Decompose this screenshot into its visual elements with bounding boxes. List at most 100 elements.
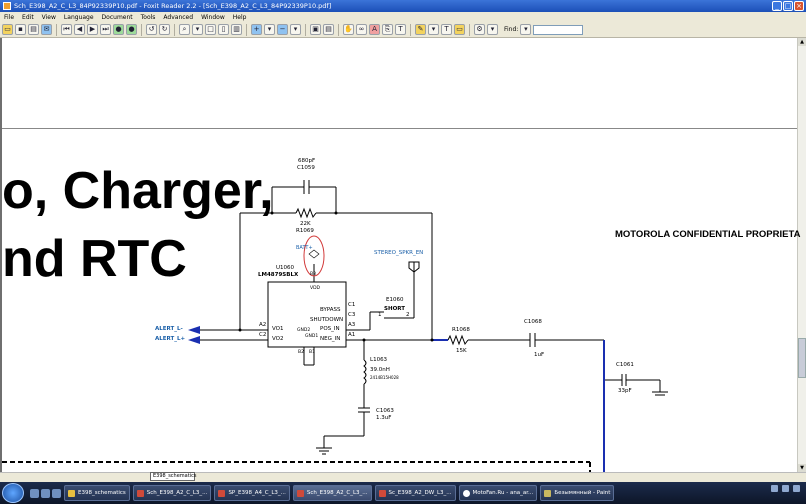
scroll-up-icon[interactable]: ▲ [798,38,806,46]
zoom-out-icon[interactable]: − [277,24,288,35]
menu-edit[interactable]: Edit [22,13,34,21]
select-text-icon[interactable]: A [369,24,380,35]
pdf-icon [136,489,144,497]
pin-c3: C3 [348,312,356,318]
pdf-icon [218,489,226,497]
menu-view[interactable]: View [41,13,56,21]
alert-plus-label: ALERT_L+ [155,336,186,342]
last-page-icon[interactable]: ⏭ [100,24,111,35]
first-page-icon[interactable]: ⏮ [61,24,72,35]
print-icon[interactable]: ▤ [28,24,39,35]
document-view[interactable] [0,38,799,472]
menu-help[interactable]: Help [232,13,247,21]
highlight-icon[interactable]: ✎ [415,24,426,35]
network-icon[interactable] [771,485,778,492]
rotate-left-icon[interactable]: ↺ [146,24,157,35]
ic-b3-pin: B3 [310,272,316,277]
maximize-button[interactable]: □ [783,1,793,11]
volume-icon[interactable] [782,485,789,492]
minimize-button[interactable]: _ [772,1,782,11]
zoom-icon[interactable]: ⌕ [179,24,190,35]
continuous-page-icon[interactable]: ▯ [218,24,229,35]
zoom-in-icon[interactable]: + [251,24,262,35]
zoom-out-dropdown-icon[interactable]: ▾ [290,24,301,35]
system-tray [771,485,804,492]
menu-language[interactable]: Language [63,13,94,21]
close-button[interactable]: × [794,1,804,11]
save-icon[interactable]: ▪ [15,24,26,35]
menu-tools[interactable]: Tools [140,13,156,21]
rotate-right-icon[interactable]: ↻ [159,24,170,35]
language-icon[interactable] [793,485,800,492]
pin-c1: C1 [348,302,356,308]
pin-b1: B1 [309,350,315,355]
short-ref: E1060 [386,297,404,303]
pin-gnd2: GND2 [297,328,311,333]
page-tab[interactable]: E398_schematics [150,472,196,481]
go-forward-icon[interactable]: ● [126,24,137,35]
quick-launch-icon[interactable] [41,488,50,498]
cap4-ref: C1061 [616,362,634,368]
short-label: SHORT [384,306,405,312]
scrollbar-thumb[interactable] [798,338,806,378]
folder-icon [68,489,75,497]
taskbar-item[interactable]: Sch_E398_A2_C_L3_... [132,485,212,501]
res-top-ref: R1069 [296,228,314,234]
pin-a1: A1 [348,332,356,338]
stereo-spkr-en-label: STEREO_SPKR_EN [374,250,424,256]
scroll-down-icon[interactable]: ▼ [798,464,806,472]
facing-page-icon[interactable]: ▥ [231,24,242,35]
page-separator [2,128,799,129]
taskbar-item[interactable]: Sch_E398_A2_C_L3_... [292,485,372,501]
browser-icon [462,489,470,497]
open-icon[interactable]: ▭ [2,24,13,35]
document-heading-line2: nd RTC [2,230,187,288]
ic-vdd-pin: VDD [310,286,321,291]
fit-page-icon[interactable]: ▣ [310,24,321,35]
paint-icon [544,489,552,497]
main-toolbar: ▭ ▪ ▤ ✉ ⏮ ◀ ▶ ⏭ ● ● ↺ ↻ ⌕ ▾ □ ▯ ▥ + ▾ − … [0,22,806,38]
cap3-value: 1.3uF [376,415,392,421]
glasses-icon[interactable]: ∞ [356,24,367,35]
signal-shutdown: SHUTDOWN [310,317,344,323]
zoom-in-dropdown-icon[interactable]: ▾ [264,24,275,35]
zoom-dropdown-icon[interactable]: ▾ [192,24,203,35]
window-titlebar: Sch_E398_A2_C_L3_84P92339P10.pdf - Foxit… [0,0,806,12]
text-tool-icon[interactable]: T [441,24,452,35]
signal-pos-in: POS_IN [320,326,340,332]
menu-advanced[interactable]: Advanced [163,13,194,21]
vertical-scrollbar[interactable]: ▲ ▼ [797,38,806,472]
fit-width-icon[interactable]: ▤ [323,24,334,35]
cap4-value: 33pF [618,388,632,394]
typewriter-icon[interactable]: T [395,24,406,35]
settings-dropdown-icon[interactable]: ▾ [487,24,498,35]
go-back-icon[interactable]: ● [113,24,124,35]
single-page-icon[interactable]: □ [205,24,216,35]
taskbar-item[interactable]: Безымянный - Paint [540,485,615,501]
alert-minus-label: ALERT_L- [155,326,183,332]
quick-launch-icon-2[interactable] [52,488,61,498]
cap2-value: 1uF [534,352,545,358]
previous-page-icon[interactable]: ◀ [74,24,85,35]
start-button[interactable] [2,483,24,503]
pencil-dropdown-icon[interactable]: ▾ [428,24,439,35]
email-icon[interactable]: ✉ [41,24,52,35]
taskbar-item[interactable]: E398_schematics [64,485,130,501]
find-options-icon[interactable]: ▾ [520,24,532,35]
taskbar-item[interactable]: SP_E398_A4_C_L3_... [214,485,290,501]
taskbar-item[interactable]: Sc_E398_A2_DW_L3_... [374,485,456,501]
menu-document[interactable]: Document [101,13,133,21]
next-page-icon[interactable]: ▶ [87,24,98,35]
find-input[interactable] [533,24,584,35]
schematic-drawing [2,180,668,472]
taskbar-item[interactable]: MotoFan.Ru - ana_ar... [458,485,538,501]
confidential-notice: MOTOROLA CONFIDENTIAL PROPRIETA [615,229,801,240]
menu-file[interactable]: File [4,13,15,21]
snapshot-icon[interactable]: ⎘ [382,24,393,35]
show-desktop-icon[interactable] [30,488,39,498]
foxit-app-icon [3,2,11,10]
hand-tool-icon[interactable]: ✋ [343,24,354,35]
note-icon[interactable]: ▭ [454,24,465,35]
settings-icon[interactable]: ⚙ [474,24,485,35]
menu-window[interactable]: Window [201,13,225,21]
